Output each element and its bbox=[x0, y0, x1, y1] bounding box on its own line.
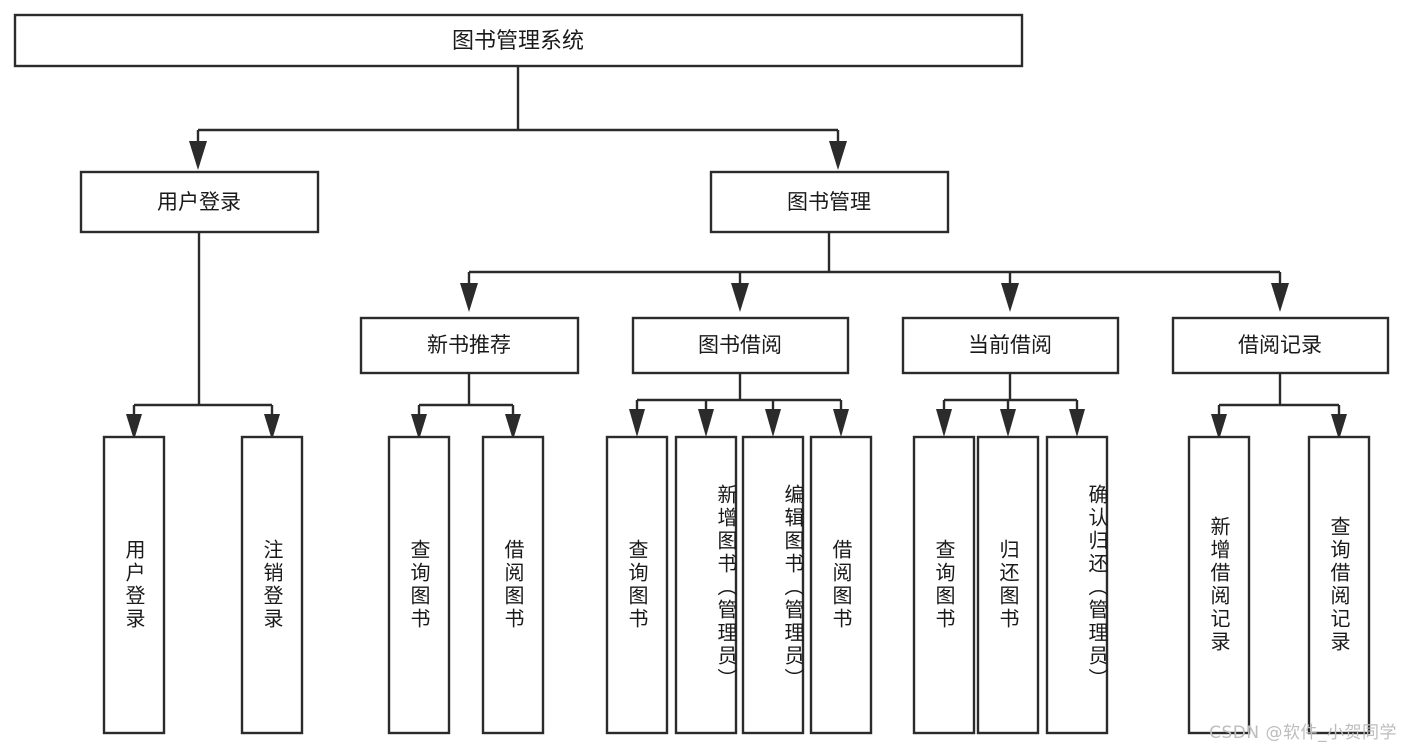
arrow-head-icon bbox=[1069, 409, 1085, 437]
root-box[interactable] bbox=[13, 13, 1024, 68]
arrow-head-icon bbox=[1000, 409, 1016, 437]
leaf-box-query-record[interactable] bbox=[1307, 435, 1371, 735]
current-borrow-box[interactable] bbox=[901, 316, 1120, 375]
node-user-login[interactable]: 用户登录 bbox=[79, 170, 320, 234]
arrow-head-icon bbox=[411, 414, 427, 440]
arrow-head-icon bbox=[460, 283, 478, 312]
arrow-head-icon bbox=[1001, 283, 1019, 312]
book-manage-label: 图书管理 bbox=[787, 190, 871, 214]
new-book-recommend-label: 新书推荐 bbox=[427, 333, 511, 357]
arrow-head-icon bbox=[505, 414, 521, 440]
borrow-record-label: 借阅记录 bbox=[1238, 333, 1322, 357]
new-book-recommend-box[interactable] bbox=[359, 316, 580, 375]
csdn-watermark: CSDN @软件_小贺同学 bbox=[1209, 723, 1397, 743]
leaf-box-user-login[interactable] bbox=[102, 435, 166, 735]
arrow-head-icon bbox=[698, 409, 714, 437]
connector-current-borrow-to-leaves bbox=[936, 373, 1085, 437]
connector-root-to-level2 bbox=[189, 66, 847, 170]
leaf-box-query-book-1[interactable] bbox=[387, 435, 451, 735]
connector-book-borrow-to-leaves bbox=[629, 373, 849, 437]
arrow-head-icon bbox=[765, 409, 781, 437]
connector-borrow-record-to-leaves bbox=[1211, 373, 1347, 440]
arrow-head-icon bbox=[936, 409, 952, 437]
leaf-box-borrow-book-2[interactable] bbox=[809, 435, 873, 735]
arrow-head-icon bbox=[629, 409, 645, 437]
leaf-box-return-book[interactable] bbox=[976, 435, 1040, 735]
borrow-record-box[interactable] bbox=[1171, 316, 1390, 375]
leaf-box-add-book[interactable] bbox=[674, 435, 738, 735]
arrow-head-icon bbox=[1211, 414, 1227, 440]
book-borrow-box[interactable] bbox=[631, 316, 850, 375]
node-new-book-recommend[interactable]: 新书推荐 bbox=[359, 316, 580, 375]
arrow-head-icon bbox=[829, 141, 847, 170]
user-login-box[interactable] bbox=[79, 170, 320, 234]
arrow-head-icon bbox=[264, 414, 280, 440]
leaf-box-query-book-2[interactable] bbox=[605, 435, 669, 735]
book-borrow-label: 图书借阅 bbox=[698, 333, 782, 357]
leaf-box-borrow-book-1[interactable] bbox=[481, 435, 545, 735]
connector-new-book-recommend-to-leaves bbox=[411, 373, 521, 440]
arrow-head-icon bbox=[126, 414, 142, 440]
current-borrow-label: 当前借阅 bbox=[968, 333, 1052, 357]
arrow-head-icon bbox=[1271, 283, 1289, 312]
leaf-box-query-book-3[interactable] bbox=[912, 435, 976, 735]
node-book-borrow[interactable]: 图书借阅 bbox=[631, 316, 850, 375]
leaf-box-confirm-return[interactable] bbox=[1045, 435, 1109, 735]
leaf-box-logout[interactable] bbox=[240, 435, 304, 735]
leaf-box-add-record[interactable] bbox=[1187, 435, 1251, 735]
connector-user-login-to-leaves bbox=[126, 232, 280, 440]
node-borrow-record[interactable]: 借阅记录 bbox=[1171, 316, 1390, 375]
arrow-head-icon bbox=[189, 141, 207, 170]
node-book-manage[interactable]: 图书管理 bbox=[709, 170, 950, 234]
leaf-box-edit-book[interactable] bbox=[741, 435, 805, 735]
node-root[interactable]: 图书管理系统 bbox=[13, 13, 1024, 68]
root-label: 图书管理系统 bbox=[452, 29, 584, 54]
user-login-label: 用户登录 bbox=[157, 190, 241, 214]
arrow-head-icon bbox=[1331, 414, 1347, 440]
arrow-head-icon bbox=[833, 409, 849, 437]
arrow-head-icon bbox=[731, 283, 749, 312]
node-current-borrow[interactable]: 当前借阅 bbox=[901, 316, 1120, 375]
connector-book-manage-to-level3 bbox=[460, 232, 1289, 312]
